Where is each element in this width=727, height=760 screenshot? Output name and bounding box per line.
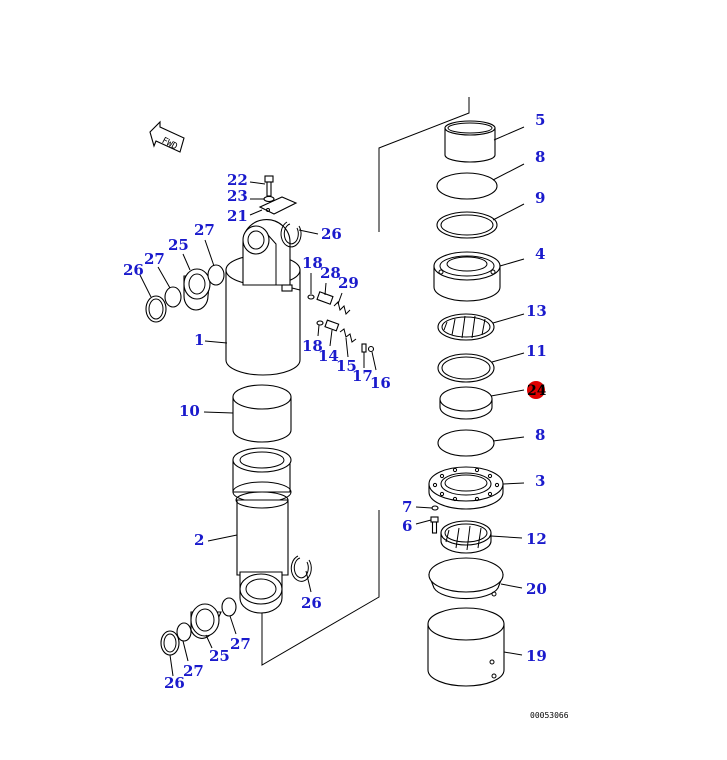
label-16[interactable]: 16 xyxy=(370,374,391,392)
part-12-wear-ring xyxy=(440,520,492,554)
part-15-spring xyxy=(339,328,357,343)
assembly-bracket-lines xyxy=(261,97,470,666)
label-9[interactable]: 9 xyxy=(535,189,545,207)
part-25-bushing-upper xyxy=(183,268,211,311)
part-10-band xyxy=(232,384,292,443)
label-21[interactable]: 21 xyxy=(227,207,248,225)
label-5[interactable]: 5 xyxy=(535,111,545,129)
part-25-bushing-lower xyxy=(190,603,222,639)
part-26-snap-ring-upper-left xyxy=(145,295,167,323)
label-27-lower-b[interactable]: 27 xyxy=(183,662,204,680)
part-4-cylinder-head xyxy=(433,251,501,302)
part-7-washer xyxy=(431,505,439,511)
label-10[interactable]: 10 xyxy=(179,402,200,420)
leader-lines xyxy=(139,126,525,677)
label-26-upper-left[interactable]: 26 xyxy=(123,261,144,279)
part-27-seal-lower-b xyxy=(176,622,192,642)
part-29-spring xyxy=(333,301,351,315)
label-15[interactable]: 15 xyxy=(336,357,357,375)
label-18-upper[interactable]: 18 xyxy=(302,254,323,272)
label-20[interactable]: 20 xyxy=(526,580,547,598)
label-29[interactable]: 29 xyxy=(338,274,359,292)
label-6[interactable]: 6 xyxy=(402,517,412,535)
label-14[interactable]: 14 xyxy=(318,347,339,365)
label-27-lower-a[interactable]: 27 xyxy=(230,635,251,653)
drawing-code: 00053066 xyxy=(530,711,569,720)
part-26-snap-ring-upper xyxy=(280,221,302,248)
part-21-lock-plate xyxy=(258,196,298,215)
label-1[interactable]: 1 xyxy=(194,331,204,349)
part-20-band xyxy=(428,557,504,600)
label-13[interactable]: 13 xyxy=(526,302,547,320)
part-19-cover xyxy=(427,607,505,687)
label-2[interactable]: 2 xyxy=(194,531,204,549)
label-26-upper[interactable]: 26 xyxy=(321,225,342,243)
label-8-upper[interactable]: 8 xyxy=(535,148,545,166)
label-18-lower[interactable]: 18 xyxy=(302,337,323,355)
label-26-lower[interactable]: 26 xyxy=(301,594,322,612)
part-11-ring xyxy=(437,353,495,383)
part-26-snap-ring-lower xyxy=(290,555,312,582)
part-27-seal-upper-a xyxy=(207,264,225,286)
label-23[interactable]: 23 xyxy=(227,187,248,205)
label-28[interactable]: 28 xyxy=(320,264,341,282)
label-26-lower-left[interactable]: 26 xyxy=(164,674,185,692)
part-24-ring xyxy=(439,386,493,420)
part-1-cylinder-tube xyxy=(225,219,301,376)
part-26-snap-ring-lower-left xyxy=(160,630,180,656)
label-24[interactable]: 24 xyxy=(527,383,547,399)
part-2-piston-rod xyxy=(232,447,292,614)
label-22[interactable]: 22 xyxy=(227,171,248,189)
label-25-upper[interactable]: 25 xyxy=(168,236,189,254)
part-27-seal-upper-b xyxy=(164,286,182,308)
label-25-lower[interactable]: 25 xyxy=(209,647,230,665)
part-14-plug xyxy=(324,319,340,332)
part-18-orifice-lower xyxy=(316,320,324,326)
part-18-orifice-upper xyxy=(307,294,315,300)
part-8-ring-lower xyxy=(437,429,495,457)
label-11[interactable]: 11 xyxy=(526,342,547,360)
label-4[interactable]: 4 xyxy=(535,245,545,263)
label-12[interactable]: 12 xyxy=(526,530,547,548)
label-3[interactable]: 3 xyxy=(535,472,545,490)
label-19[interactable]: 19 xyxy=(526,647,547,665)
label-7[interactable]: 7 xyxy=(402,498,412,516)
part-6-bolt xyxy=(430,516,439,534)
part-labels: 5 8 9 4 13 11 24 8 3 7 6 12 20 19 22 23 … xyxy=(123,111,547,692)
part-22-bolt xyxy=(264,175,274,197)
label-27-upper-a[interactable]: 27 xyxy=(194,221,215,239)
highlight-marker-24 xyxy=(527,381,545,399)
fwd-arrow-icon: FWD xyxy=(149,120,185,153)
part-9-ring xyxy=(436,211,498,239)
part-16-ball xyxy=(367,345,375,353)
part-3-flange xyxy=(428,466,504,510)
part-27-seal-lower-a xyxy=(221,597,237,617)
label-17[interactable]: 17 xyxy=(352,367,373,385)
part-8-ring-upper xyxy=(436,172,498,200)
part-5-bushing xyxy=(444,120,496,163)
label-27-upper-b[interactable]: 27 xyxy=(144,250,165,268)
part-13-ring xyxy=(437,313,495,341)
part-17-pin xyxy=(361,343,367,353)
part-28-plug xyxy=(316,291,334,305)
label-8-lower[interactable]: 8 xyxy=(535,426,545,444)
